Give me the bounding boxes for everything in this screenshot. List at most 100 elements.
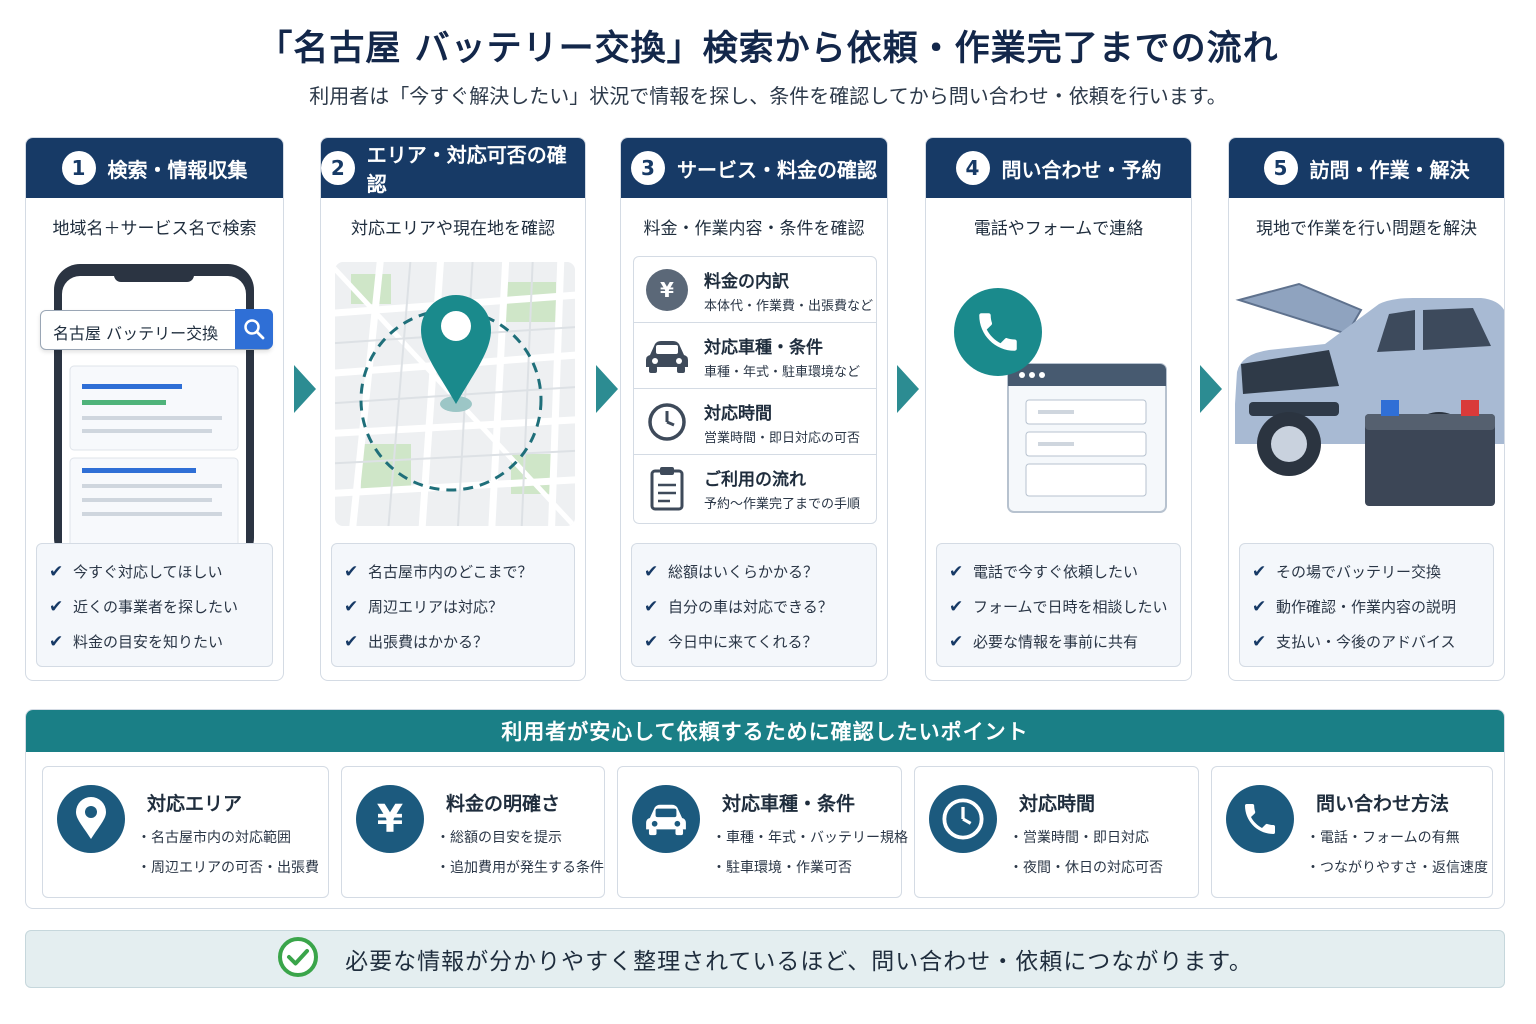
step-subtitle: 料金・作業内容・条件を確認	[643, 218, 865, 239]
search-icon[interactable]	[235, 309, 273, 349]
arrow-right-icon	[596, 365, 618, 413]
check-icon: ✔	[49, 596, 64, 617]
points-section: 利用者が安心して依頼するために確認したいポイント 対応エリア ・名古屋市内の対応…	[25, 709, 1505, 909]
step-subtitle: 地域名＋サービス名で検索	[52, 218, 257, 239]
phone-icon	[954, 288, 1042, 376]
check-icon: ✔	[1252, 596, 1267, 617]
arrow-right-icon	[1200, 365, 1222, 413]
yen-icon: ¥	[356, 785, 424, 853]
footer-banner: 必要な情報が分かりやすく整理されているほど、問い合わせ・依頼につながります。	[25, 930, 1505, 988]
search-query: 名古屋 バッテリー交換	[53, 324, 219, 343]
map-illustration	[321, 254, 585, 550]
step-number: 3	[631, 151, 665, 185]
check-icon: ✔	[949, 596, 964, 617]
clock-icon	[646, 401, 688, 447]
step-subtitle: 現地で作業を行い問題を解決	[1256, 218, 1477, 239]
info-item-hours: 対応時間 営業時間・即日対応の可否	[634, 389, 876, 455]
point-line: ・車種・年式・バッテリー規格	[712, 830, 908, 846]
search-box[interactable]: 名古屋 バッテリー交換	[40, 309, 273, 350]
point-card-contact: 問い合わせ方法 ・電話・フォームの有無 ・つながりやすさ・返信速度	[1211, 766, 1493, 898]
step-subtitle: 対応エリアや現在地を確認	[351, 218, 555, 239]
footer-text: 必要な情報が分かりやすく整理されているほど、問い合わせ・依頼につながります。	[345, 949, 1253, 975]
point-line: ・追加費用が発生する条件	[436, 860, 604, 876]
step-header: 1 検索・情報収集	[26, 138, 283, 198]
contact-illustration	[926, 254, 1191, 550]
points-header: 利用者が安心して依頼するために確認したいポイント	[26, 710, 1504, 752]
point-line: ・名古屋市内の対応範囲	[137, 830, 291, 846]
check-list: ✔総額はいくらかかる？ ✔自分の車は対応できる？ ✔今日中に来てくれる？	[631, 543, 877, 667]
clipboard-icon	[648, 465, 686, 515]
arrow-right-icon	[294, 365, 316, 413]
step-card-2: 2 エリア・対応可否の確認 対応エリアや現在地を確認	[320, 137, 586, 681]
step-number: 1	[61, 151, 96, 185]
point-line: ・営業時間・即日対応	[1009, 830, 1149, 846]
step-header: 3 サービス・料金の確認	[621, 138, 887, 198]
location-pin-icon	[57, 785, 125, 853]
check-item: ✔フォームで日時を相談したい	[949, 596, 1168, 617]
point-card-price: ¥ 料金の明確さ ・総額の目安を提示 ・追加費用が発生する条件	[341, 766, 605, 898]
point-line: ・駐車環境・作業可否	[712, 860, 852, 876]
check-list: ✔電話で今すぐ依頼したい ✔フォームで日時を相談したい ✔必要な情報を事前に共有	[936, 543, 1181, 667]
step-subtitle: 電話やフォームで連絡	[973, 218, 1144, 239]
check-item: ✔支払い・今後のアドバイス	[1252, 631, 1456, 652]
service-info-card: ¥ 料金の内訳 本体代・作業費・出張費など 対応車種・条件 車種・年式・駐車環境…	[633, 256, 877, 524]
car-battery-illustration	[1229, 254, 1504, 550]
step-header: 4 問い合わせ・予約	[926, 138, 1191, 198]
point-line: ・夜間・休日の対応可否	[1009, 860, 1163, 876]
check-icon: ✔	[344, 561, 359, 582]
point-card-vehicle: 対応車種・条件 ・車種・年式・バッテリー規格 ・駐車環境・作業可否	[617, 766, 908, 898]
step-title: エリア・対応可否の確認	[366, 143, 567, 196]
car-icon	[632, 785, 700, 853]
service-info-list: ¥ 料金の内訳 本体代・作業費・出張費など 対応車種・条件 車種・年式・駐車環境…	[621, 254, 887, 550]
step-title: 訪問・作業・解決	[1309, 157, 1470, 182]
check-icon: ✔	[644, 561, 659, 582]
point-line: ・総額の目安を提示	[436, 830, 562, 846]
step-number: 5	[1263, 151, 1298, 185]
check-item: ✔出張費はかかる？	[344, 631, 489, 652]
check-icon: ✔	[1252, 561, 1267, 582]
point-title: 料金の明確さ	[446, 793, 561, 815]
step-card-3: 3 サービス・料金の確認 料金・作業内容・条件を確認 ¥ 料金の内訳 本体代・作…	[620, 137, 888, 681]
step-header: 5 訪問・作業・解決	[1229, 138, 1504, 198]
check-item: ✔今日中に来てくれる？	[644, 631, 818, 652]
point-title: 対応時間	[1019, 793, 1096, 815]
smartphone-illustration: 名古屋 バッテリー交換	[26, 254, 283, 566]
check-item: ✔動作確認・作業内容の説明	[1252, 596, 1457, 617]
step-card-4: 4 問い合わせ・予約 電話やフォームで連絡 ✔電話で今すぐ依頼したい ✔フォーム…	[925, 137, 1192, 681]
check-list: ✔名古屋市内のどこまで？ ✔周辺エリアは対応？ ✔出張費はかかる？	[331, 543, 575, 667]
clock-icon	[929, 785, 997, 853]
step-card-1: 1 検索・情報収集 地域名＋サービス名で検索 名古屋 バッテリー交換 ✔今す	[25, 137, 284, 681]
check-icon: ✔	[949, 561, 964, 582]
step-number: 2	[321, 151, 355, 185]
page-title: 「名古屋 バッテリー交換」検索から依頼・作業完了までの流れ	[257, 29, 1279, 69]
check-list: ✔その場でバッテリー交換 ✔動作確認・作業内容の説明 ✔支払い・今後のアドバイス	[1239, 543, 1494, 667]
check-item: ✔今すぐ対応してほしい	[49, 561, 223, 582]
check-icon: ✔	[1252, 631, 1267, 652]
check-icon: ✔	[344, 596, 359, 617]
check-item: ✔電話で今すぐ依頼したい	[949, 561, 1139, 582]
check-list: ✔今すぐ対応してほしい ✔近くの事業者を探したい ✔料金の目安を知りたい	[36, 543, 273, 667]
info-item-flow: ご利用の流れ 予約〜作業完了までの手順	[634, 455, 876, 521]
step-card-5: 5 訪問・作業・解決 現地で作業を行い問題を解決 ✔その場でバッテリー交換 ✔動…	[1228, 137, 1505, 681]
point-title: 対応車種・条件	[722, 793, 856, 815]
check-icon: ✔	[344, 631, 359, 652]
step-header: 2 エリア・対応可否の確認	[321, 138, 585, 198]
step-title: 検索・情報収集	[107, 157, 248, 182]
point-line: ・つながりやすさ・返信速度	[1306, 860, 1488, 876]
step-title: 問い合わせ・予約	[1001, 157, 1162, 182]
step-title: サービス・料金の確認	[677, 157, 877, 182]
point-card-area: 対応エリア ・名古屋市内の対応範囲 ・周辺エリアの可否・出張費	[42, 766, 329, 898]
point-line: ・電話・フォームの有無	[1306, 830, 1460, 846]
check-icon: ✔	[644, 631, 659, 652]
car-icon	[644, 337, 690, 379]
check-item: ✔自分の車は対応できる？	[644, 596, 833, 617]
check-item: ✔料金の目安を知りたい	[49, 631, 224, 652]
check-icon: ✔	[49, 631, 64, 652]
check-item: ✔名古屋市内のどこまで？	[344, 561, 533, 582]
check-icon: ✔	[949, 631, 964, 652]
step-number: 4	[955, 151, 990, 185]
point-line: ・周辺エリアの可否・出張費	[137, 860, 319, 876]
phone-icon	[1226, 785, 1294, 853]
info-item-vehicle: 対応車種・条件 車種・年式・駐車環境など	[634, 323, 876, 389]
check-item: ✔その場でバッテリー交換	[1252, 561, 1442, 582]
